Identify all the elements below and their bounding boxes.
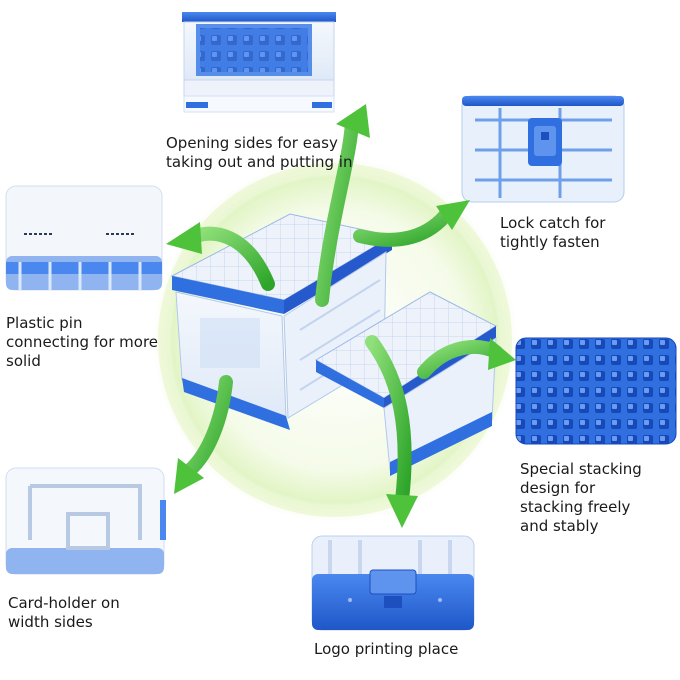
caption-line: Lock catch for — [500, 214, 606, 232]
caption-logo-place: Logo printing place — [314, 640, 458, 659]
arrow-to-card-holder — [174, 375, 233, 494]
caption-line: Logo printing place — [314, 640, 459, 658]
photo-stacking-grid — [515, 337, 677, 445]
photo-logo-place — [311, 535, 475, 631]
caption-line: Opening sides for easy — [166, 134, 338, 152]
caption-line: connecting for more — [6, 333, 159, 351]
caption-line: tightly fasten — [500, 233, 600, 251]
arrow-to-opening-sides — [315, 104, 370, 307]
arrow-to-lock-catch — [353, 200, 470, 247]
arrow-to-plastic-pin — [166, 222, 275, 291]
caption-line: solid — [6, 352, 41, 370]
caption-card-holder: Card-holder on width sides — [8, 594, 120, 632]
caption-line: design for — [520, 479, 596, 497]
caption-opening-sides: Opening sides for easy taking out and pu… — [166, 134, 352, 172]
caption-line: taking out and putting in — [166, 153, 353, 171]
caption-line: stacking freely — [520, 498, 631, 516]
caption-line: and stably — [520, 517, 599, 535]
center-glow-ring — [158, 163, 512, 517]
caption-line: width sides — [8, 613, 93, 631]
caption-line: Special stacking — [520, 460, 642, 478]
arrow-to-logo-place — [365, 335, 418, 528]
photo-lock-catch — [461, 95, 625, 203]
caption-line: Card-holder on — [8, 594, 120, 612]
photo-plastic-pin — [5, 185, 163, 291]
caption-line: Plastic pin — [6, 314, 83, 332]
arrow-to-stacking — [417, 338, 516, 379]
crate-main — [170, 213, 394, 430]
photo-opening-sides — [180, 8, 340, 114]
caption-stacking: Special stacking design for stacking fre… — [520, 460, 642, 536]
caption-lock-catch: Lock catch for tightly fasten — [500, 214, 605, 252]
caption-plastic-pin: Plastic pin connecting for more solid — [6, 314, 158, 371]
photo-card-holder — [5, 467, 166, 575]
